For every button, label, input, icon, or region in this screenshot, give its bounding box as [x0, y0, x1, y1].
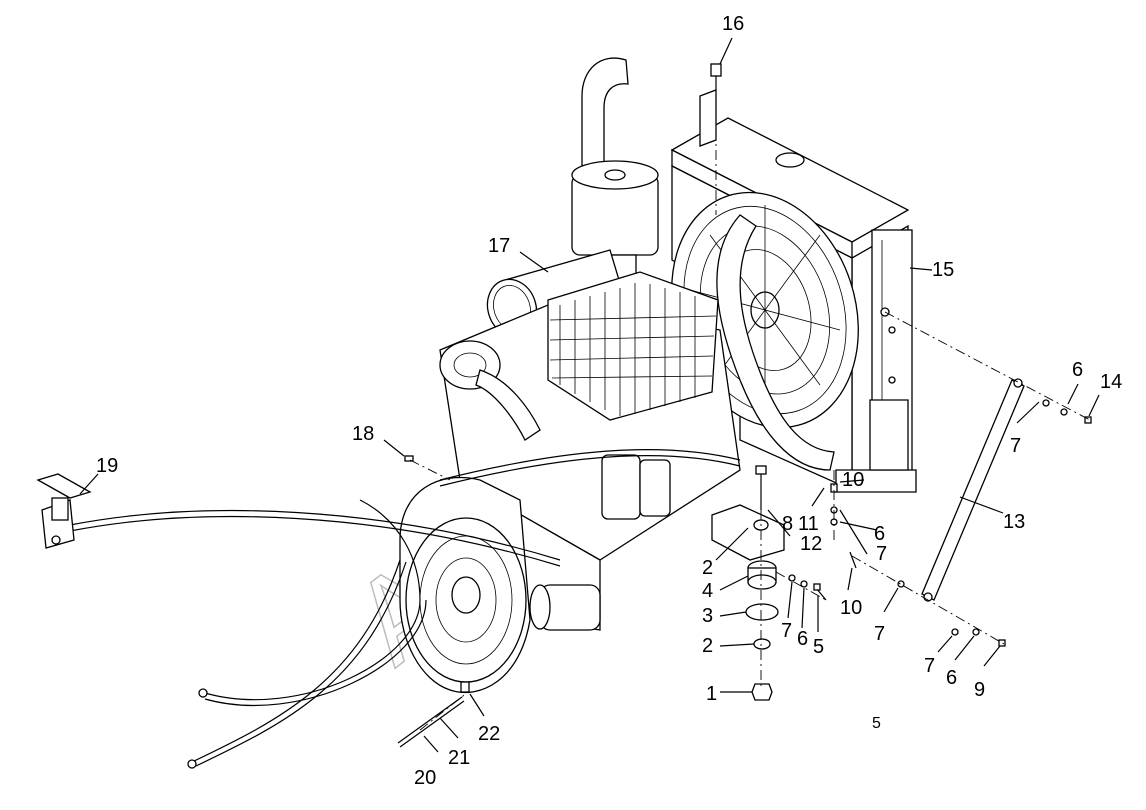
- callout-6-mount: 6: [797, 628, 808, 650]
- callout-13: 13: [1003, 511, 1025, 533]
- remote-bracket: [36, 473, 92, 549]
- engine-assembly: [439, 57, 741, 631]
- callout-6-lower: 6: [946, 667, 957, 689]
- leader-lines: [79, 37, 1100, 753]
- fuel-lines: [69, 449, 741, 769]
- callout-4: 4: [702, 580, 713, 602]
- callout-10-lower: 10: [840, 597, 862, 619]
- callout-7-mount: 7: [781, 620, 792, 642]
- callout-3: 3: [702, 605, 713, 627]
- callout-18: 18: [352, 423, 374, 445]
- flywheel-housing: [399, 476, 531, 694]
- callout-19: 19: [96, 455, 118, 477]
- assembly-centerlines: [409, 90, 1091, 731]
- callout-1: 1: [706, 683, 717, 705]
- callout-11: 11: [798, 513, 819, 535]
- callout-9: 9: [974, 679, 985, 701]
- callout-labels: 1 2 2 3 4 5 6 6 6 6 7 7 7 7 7 8 9 10 10 …: [96, 13, 1122, 789]
- callout-21: 21: [448, 747, 470, 769]
- callout-20: 20: [414, 767, 436, 789]
- callout-10-upper: 10: [842, 469, 864, 491]
- callout-16: 16: [722, 13, 744, 35]
- callout-6-right: 6: [1072, 359, 1083, 381]
- callout-17: 17: [488, 235, 510, 257]
- callout-14: 14: [1100, 371, 1122, 393]
- callout-22: 22: [478, 723, 500, 745]
- callout-7-rod: 7: [874, 623, 885, 645]
- callout-2-lower: 2: [702, 635, 713, 657]
- callout-7-mid: 7: [876, 543, 887, 565]
- callout-5: 5: [813, 636, 824, 658]
- callout-15: 15: [932, 259, 954, 281]
- callout-12: 12: [800, 533, 822, 555]
- callout-8: 8: [782, 513, 793, 535]
- callout-6-mid: 6: [874, 523, 885, 545]
- callout-7-right: 7: [1010, 435, 1021, 457]
- callout-2-upper: 2: [702, 557, 713, 579]
- callout-7-lower: 7: [924, 655, 935, 677]
- page-number: 5: [872, 715, 881, 732]
